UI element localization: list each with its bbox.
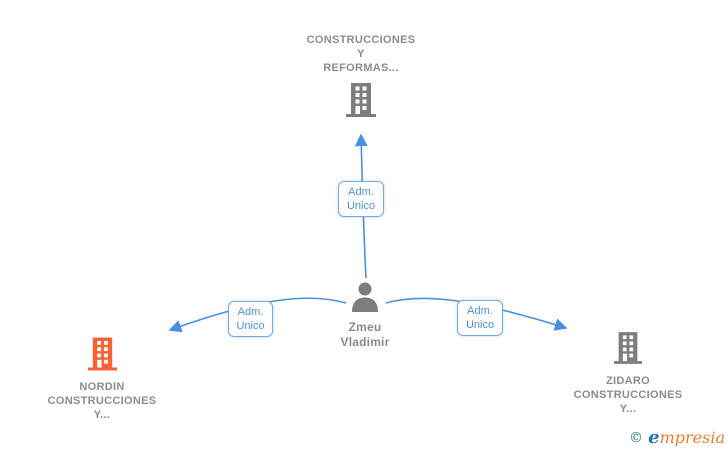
company-top-name-line2: Y [357, 48, 365, 60]
building-icon [261, 83, 461, 122]
node-company-top[interactable]: CONSTRUCCIONES Y REFORMAS... [261, 33, 461, 122]
building-icon [22, 337, 182, 376]
person-name-line1: Zmeu [348, 320, 382, 334]
edge-label-top: Adm. Unico [338, 181, 384, 217]
company-right-name-line1: ZIDARO [606, 375, 650, 387]
empresia-watermark[interactable]: © empresia [629, 427, 725, 448]
company-right-name-line2: CONSTRUCCIONES [573, 389, 683, 401]
company-top-name-line1: CONSTRUCCIONES [306, 34, 416, 46]
person-icon [290, 281, 440, 317]
brand-logo-e: e [648, 427, 660, 448]
edge-label-left-line2: Unico [236, 320, 265, 332]
node-company-left[interactable]: NORDIN CONSTRUCCIONES Y... [22, 337, 182, 422]
edge-label-top-line2: Unico [346, 200, 376, 212]
edge-person-to-right-company [385, 297, 568, 331]
node-person[interactable]: Zmeu Vladimir [290, 281, 440, 350]
edge-label-right: Adm. Unico [457, 300, 503, 336]
company-left-name-line2: CONSTRUCCIONES [47, 395, 157, 407]
company-left-name-line1: NORDIN [79, 381, 125, 393]
company-left-name-line3: Y... [93, 409, 111, 421]
edge-label-right-line2: Unico [465, 319, 495, 331]
building-icon [548, 331, 708, 370]
company-right-name-line3: Y... [619, 403, 637, 415]
edge-label-top-line1: Adm. [348, 186, 374, 198]
edge-person-to-left-company [168, 297, 347, 333]
edge-label-left: Adm. Unico [228, 301, 273, 337]
edge-label-right-line1: Adm. [467, 305, 493, 317]
brand-logo-rest: mpresia [659, 428, 725, 447]
company-top-name-line3: REFORMAS... [323, 62, 399, 74]
copyright-icon: © [629, 430, 644, 446]
node-company-right[interactable]: ZIDARO CONSTRUCCIONES Y... [548, 331, 708, 416]
edge-label-left-line1: Adm. [237, 306, 264, 318]
person-name-line2: Vladimir [340, 335, 390, 349]
